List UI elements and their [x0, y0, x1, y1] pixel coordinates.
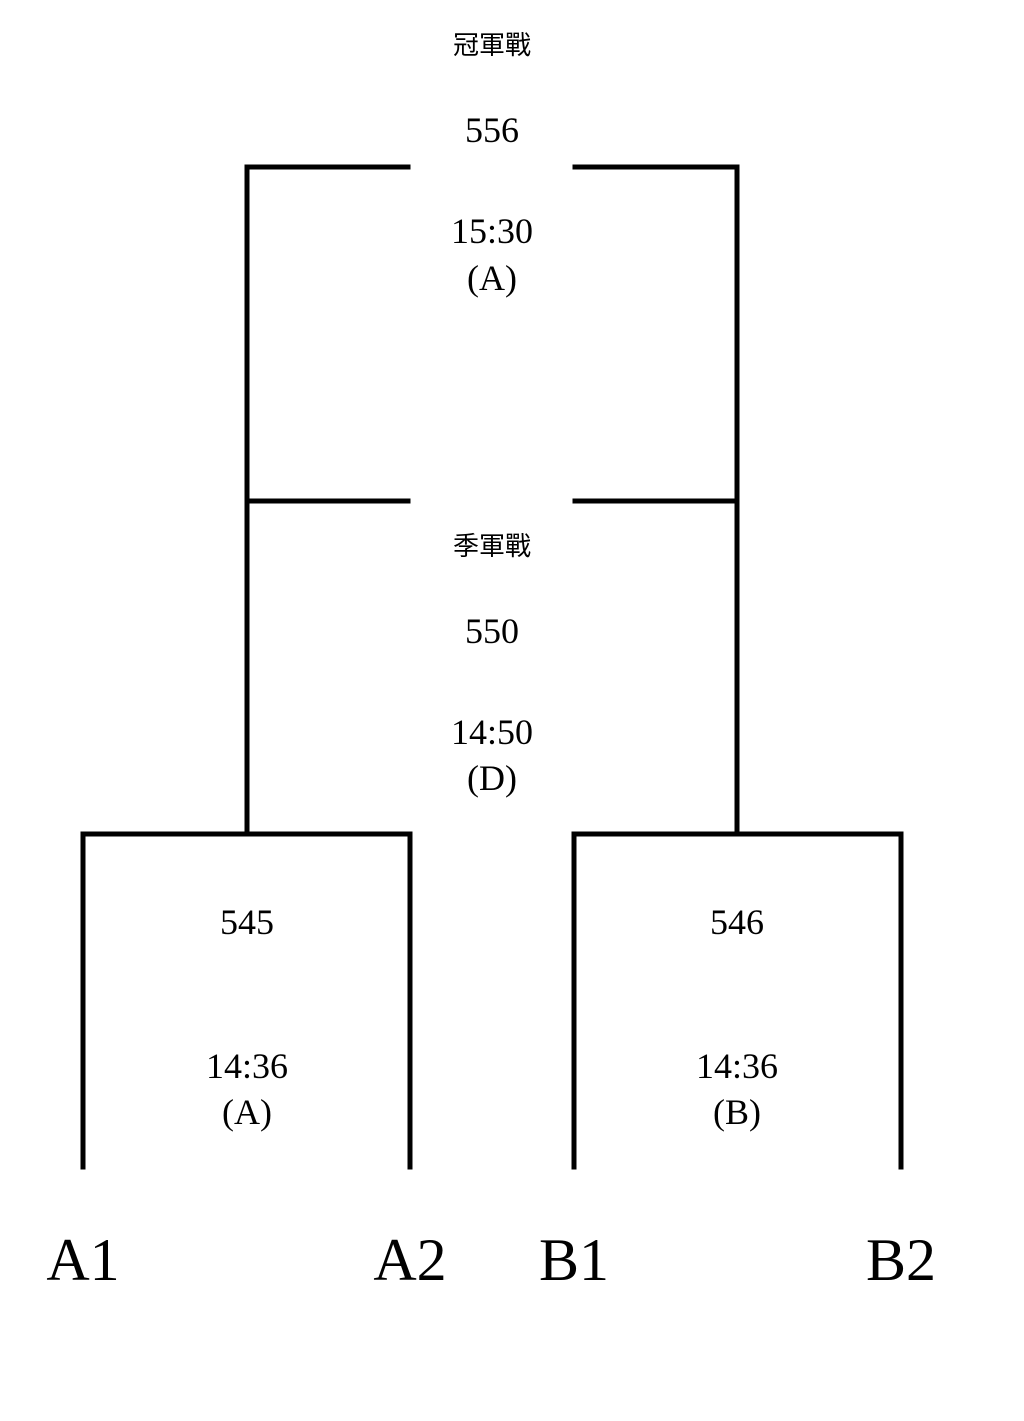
third-place-court: (D) — [467, 758, 517, 798]
semifinal-left-court: (A) — [222, 1092, 272, 1132]
team-b1: B1 — [539, 1227, 609, 1293]
semifinal-left-bracket — [80, 831, 413, 1170]
team-a1: A1 — [46, 1227, 119, 1293]
team-a2: A2 — [373, 1227, 446, 1293]
team-b2: B2 — [866, 1227, 936, 1293]
semifinal-left-match-number: 545 — [220, 902, 274, 942]
final-title: 冠軍戰 — [453, 31, 531, 61]
third-place-match-number: 550 — [465, 611, 519, 651]
third-place-title: 季軍戰 — [453, 532, 531, 562]
third-place-time: 14:50 — [451, 712, 533, 752]
final-match-number: 556 — [465, 110, 519, 150]
semifinal-right-time: 14:36 — [696, 1046, 778, 1086]
final-court: (A) — [467, 258, 517, 298]
semifinal-right-match-number: 546 — [710, 902, 764, 942]
final-time: 15:30 — [451, 211, 533, 251]
semifinal-right-bracket — [571, 831, 904, 1170]
semifinal-right-court: (B) — [713, 1092, 761, 1132]
semifinal-left-time: 14:36 — [206, 1046, 288, 1086]
